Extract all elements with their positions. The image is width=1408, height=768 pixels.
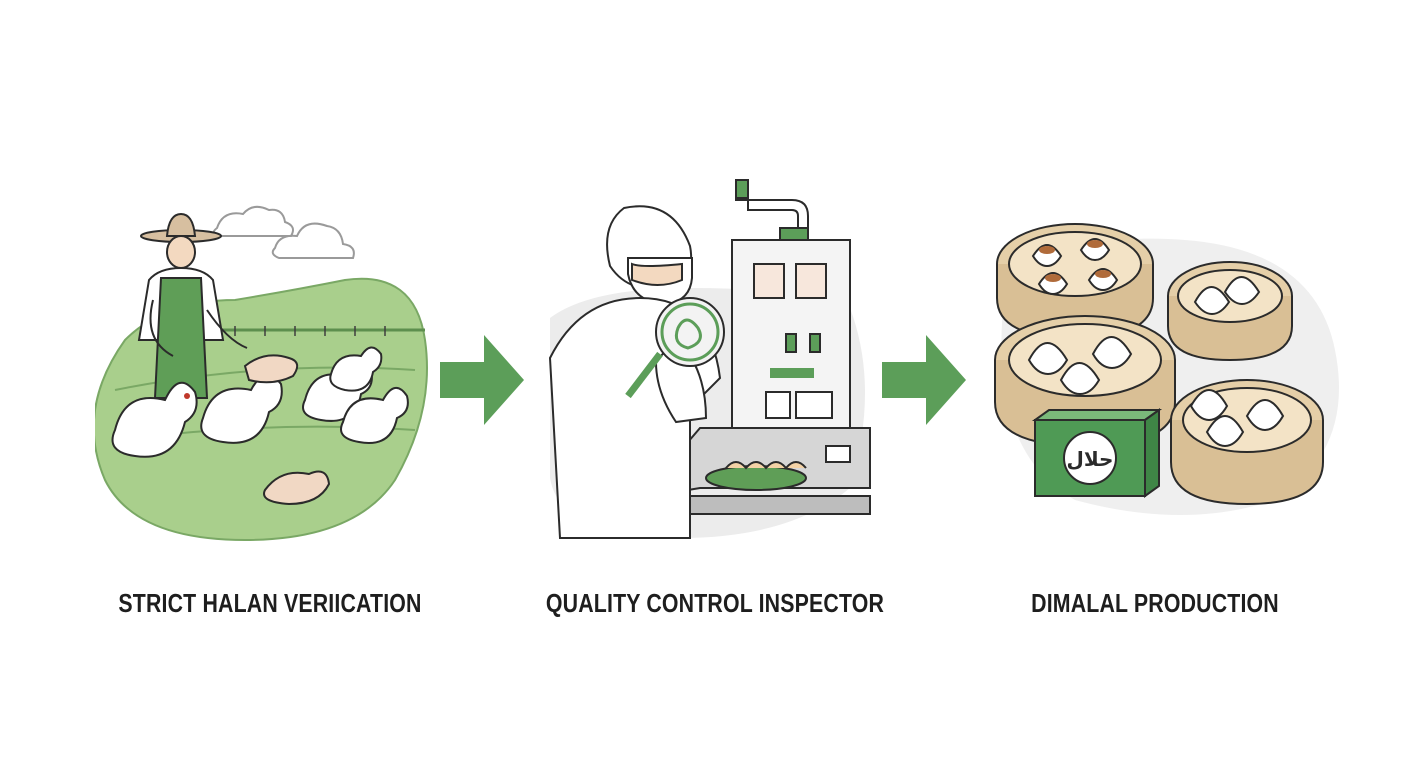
right-arrow-icon bbox=[882, 335, 966, 425]
dumpling-illustration: حلال bbox=[994, 223, 1339, 516]
steamer-basket-icon bbox=[1167, 261, 1293, 362]
farm-illustration bbox=[95, 205, 428, 542]
step-3-caption: DIMALAL PRODUCTION bbox=[1031, 587, 1279, 618]
step-1-caption: STRICT HALAN VERIICATION bbox=[118, 587, 422, 618]
step-2-caption: QUALITY CONTROL INSPECTOR bbox=[545, 587, 885, 618]
right-arrow-icon bbox=[440, 335, 524, 425]
halal-box-icon bbox=[1031, 408, 1163, 498]
inspector-illustration bbox=[548, 179, 871, 539]
cloud-icon bbox=[212, 205, 355, 259]
inspector-icon bbox=[548, 205, 725, 539]
halal-label: حلال bbox=[1067, 447, 1114, 471]
machine-icon bbox=[731, 179, 851, 451]
chicken-icon bbox=[111, 346, 409, 506]
farmer-icon bbox=[137, 212, 248, 399]
counter-icon bbox=[637, 427, 871, 515]
steamer-basket-icon bbox=[1170, 379, 1324, 506]
